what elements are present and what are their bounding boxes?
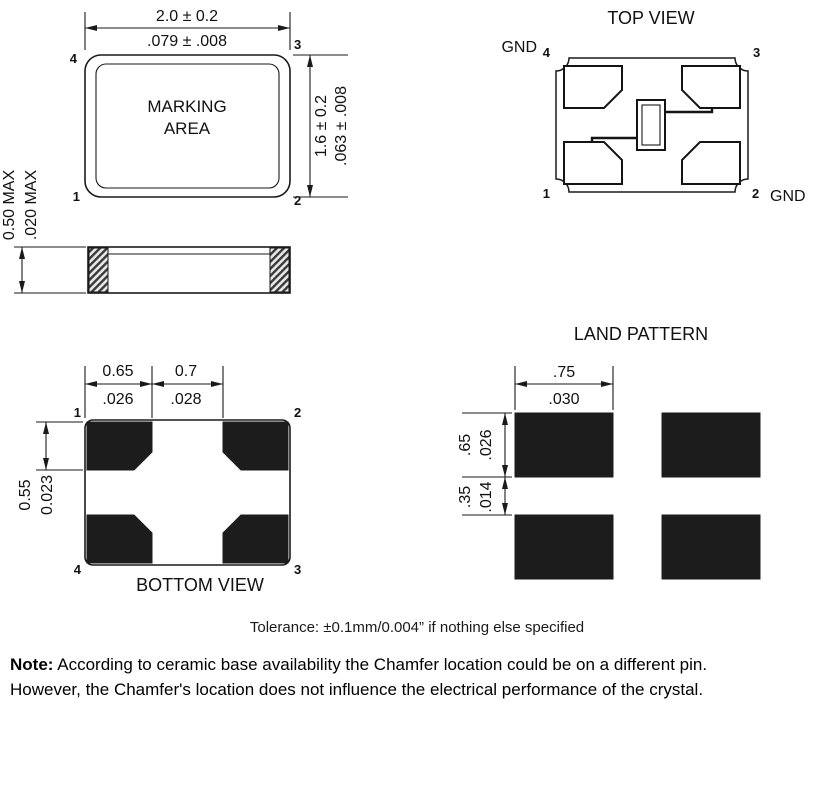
marking-area-line1: MARKING — [147, 97, 226, 116]
height-dim-mm: 1.6 ± 0.2 — [313, 95, 330, 157]
height-dim-inch: .063 ± .008 — [333, 86, 350, 166]
top-view-package-outline — [555, 57, 749, 193]
marking-area-line2: AREA — [164, 119, 211, 138]
land-pad-width-inch: .030 — [548, 391, 579, 408]
note-line1: Note: According to ceramic base availabi… — [10, 652, 826, 677]
land-pattern-view: LAND PATTERN .75 .030 .65 .026 .35 .014 — [457, 324, 761, 580]
land-pad-gap-inch: .014 — [478, 481, 495, 512]
note-paragraph: Note: According to ceramic base availabi… — [10, 652, 826, 702]
side-view: 0.50 MAX .020 MAX — [1, 170, 291, 294]
side-height-mm: 0.50 MAX — [1, 170, 18, 241]
side-view-left-cap — [88, 247, 109, 293]
gnd-label-pin4: GND — [501, 39, 537, 56]
side-view-body — [87, 246, 291, 294]
land-pad-height-inch: .026 — [478, 429, 495, 460]
top-view-electrode-pin3 — [681, 65, 741, 109]
package-outline-view: 2.0 ± 0.2 .079 ± .008 MARKING AREA 4 3 1… — [70, 8, 350, 208]
top-view-electrode-pin4 — [563, 65, 623, 109]
pad-gap-inch: .028 — [170, 391, 201, 408]
note-line2: However, the Chamfer's location does not… — [10, 680, 704, 699]
top-view-pin4-label: 4 — [543, 45, 551, 60]
height-extension-lines — [293, 54, 348, 198]
side-extension-lines — [14, 246, 86, 294]
width-dim-mm: 2.0 ± 0.2 — [156, 8, 218, 25]
outline-pin4-label: 4 — [70, 51, 78, 66]
outline-pin2-label: 2 — [294, 193, 301, 208]
technical-drawing: 2.0 ± 0.2 .079 ± .008 MARKING AREA 4 3 1… — [1, 8, 806, 595]
bottom-pad-pin3 — [222, 514, 289, 564]
pad-gap-mm: 0.7 — [175, 363, 197, 380]
bottom-view-pin4-label: 4 — [74, 562, 82, 577]
land-pad-gap-mm: .35 — [457, 486, 474, 508]
bottom-left-extension-lines — [36, 421, 83, 471]
pad-height-mm: 0.55 — [17, 479, 34, 510]
top-view: TOP VIEW GND 4 3 1 2 GND — [501, 8, 805, 205]
crystal-element — [636, 99, 666, 151]
bottom-pad-pin1 — [86, 421, 153, 471]
note-label: Note: — [10, 655, 54, 674]
top-view-pin1-label: 1 — [543, 186, 550, 201]
crystal-lead-bottom — [590, 136, 637, 142]
bottom-view-title: BOTTOM VIEW — [136, 575, 264, 595]
width-dim-inch: .079 ± .008 — [147, 33, 227, 50]
pad-width-inch: .026 — [102, 391, 133, 408]
land-pad-top-left — [514, 412, 614, 478]
land-pad-width-mm: .75 — [553, 364, 575, 381]
crystal-element-inner — [641, 104, 661, 146]
land-pad-height-mm: .65 — [457, 434, 474, 456]
bottom-top-extension-lines — [84, 366, 224, 418]
package-outline-body — [84, 54, 291, 198]
bottom-view: 0.65 0.7 .026 .028 1 2 4 3 0.55 0.023 BO… — [17, 363, 301, 595]
top-view-electrode-pin1 — [563, 141, 623, 185]
gnd-label-pin2: GND — [770, 188, 806, 205]
bottom-view-pin3-label: 3 — [294, 562, 301, 577]
land-pad-bottom-right — [661, 514, 761, 580]
bottom-pad-pin2 — [222, 421, 289, 471]
land-pad-bottom-left — [514, 514, 614, 580]
bottom-view-pin2-label: 2 — [294, 405, 301, 420]
crystal-lead-top — [665, 108, 714, 114]
land-pattern-title: LAND PATTERN — [574, 324, 708, 344]
top-view-pin2-label: 2 — [752, 186, 759, 201]
top-view-pin3-label: 3 — [753, 45, 760, 60]
pad-height-inch: 0.023 — [39, 475, 56, 515]
side-view-right-cap — [269, 247, 290, 293]
bottom-view-pin1-label: 1 — [74, 405, 81, 420]
land-top-extension-lines — [514, 366, 614, 410]
bottom-pad-pin4 — [86, 514, 153, 564]
marking-area-outline — [95, 63, 280, 189]
top-view-electrode-pin2 — [681, 141, 741, 185]
side-height-inch: .020 MAX — [23, 170, 40, 241]
outline-pin1-label: 1 — [73, 189, 80, 204]
land-pad-top-right — [661, 412, 761, 478]
tolerance-statement: Tolerance: ±0.1mm/0.004” if nothing else… — [249, 619, 585, 636]
outline-pin3-label: 3 — [294, 37, 301, 52]
note-line1-text: According to ceramic base availability t… — [57, 655, 708, 674]
width-extension-lines — [84, 12, 291, 50]
top-view-title: TOP VIEW — [607, 8, 694, 28]
pad-width-mm: 0.65 — [102, 363, 133, 380]
